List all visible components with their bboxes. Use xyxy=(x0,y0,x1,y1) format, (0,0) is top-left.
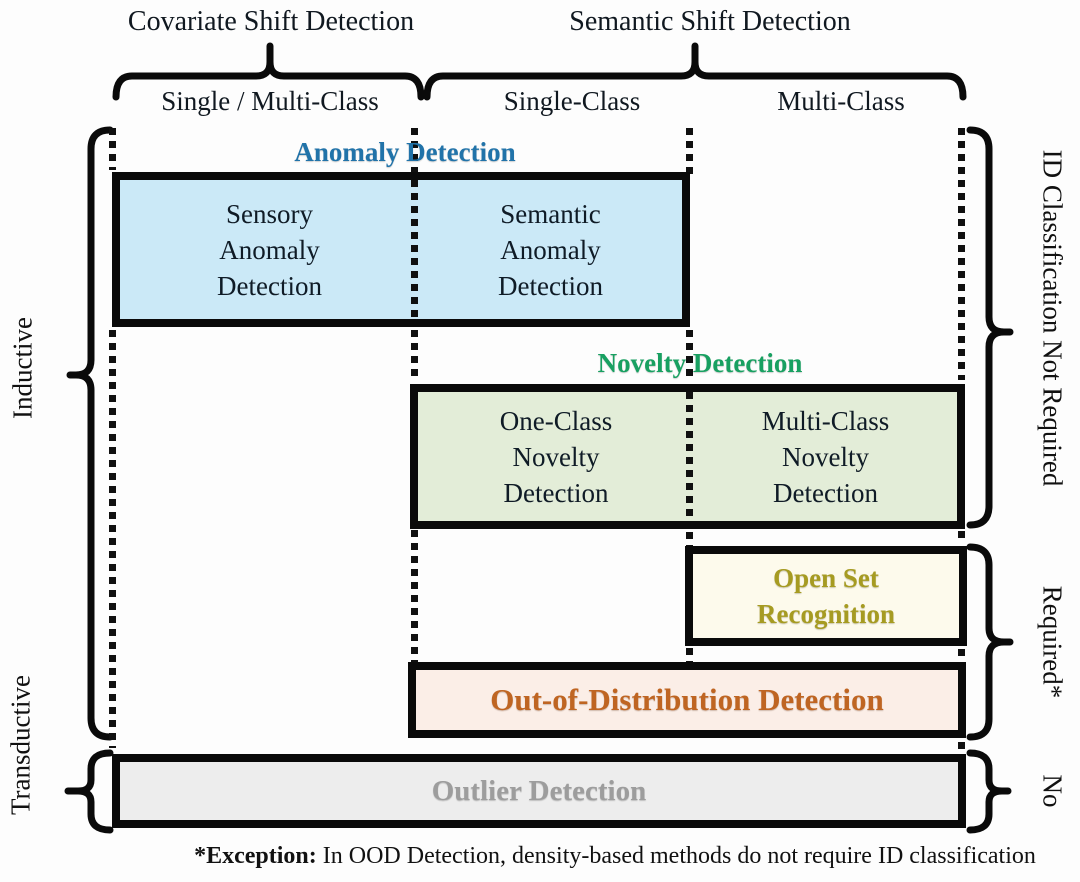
brace-id-not-required xyxy=(966,126,1014,529)
outlier-detection-box: Outlier Detection xyxy=(112,754,966,828)
id-classification-required-label: Required* xyxy=(1037,585,1068,699)
dotted-divider-col4 xyxy=(958,128,965,380)
dotted-divider-col4 xyxy=(958,531,965,544)
anomaly-box-dotted-divider xyxy=(411,180,418,319)
semantic-anomaly-cell: Semantic Anomaly Detection xyxy=(498,198,603,301)
column-header-single-class: Single-Class xyxy=(503,86,641,116)
dotted-divider-col2 xyxy=(411,530,418,662)
dotted-divider-col2 xyxy=(411,330,418,382)
brace-id-no xyxy=(966,749,1012,834)
inductive-axis-label: Inductive xyxy=(7,317,38,419)
novelty-detection-box: One-Class Novelty Detection Multi-Class … xyxy=(410,384,965,529)
brace-id-required xyxy=(966,543,1014,741)
sensory-anomaly-cell: Sensory Anomaly Detection xyxy=(217,198,322,301)
open-set-recognition-label: Open Set Recognition xyxy=(757,563,895,629)
dotted-divider-col3 xyxy=(686,532,693,546)
dotted-divider-col4 xyxy=(958,742,965,751)
id-classification-no-label: No xyxy=(1037,774,1068,808)
novelty-detection-label: Novelty Detection xyxy=(597,348,803,378)
anomaly-detection-label: Anomaly Detection xyxy=(294,137,516,167)
novelty-box-dotted-divider xyxy=(686,392,693,521)
ood-detection-box: Out-of-Distribution Detection xyxy=(408,662,966,738)
dotted-divider-col3 xyxy=(686,330,693,382)
dotted-divider-col1 xyxy=(109,128,116,170)
semantic-shift-label: Semantic Shift Detection xyxy=(569,6,851,37)
dotted-divider-col2 xyxy=(411,128,418,174)
dotted-divider-col1 xyxy=(109,330,116,748)
dotted-divider-col3 xyxy=(686,128,693,174)
brace-inductive xyxy=(66,126,114,741)
column-header-multi-class: Multi-Class xyxy=(777,86,905,116)
exception-footnote-prefix: *Exception: xyxy=(194,843,317,869)
anomaly-detection-box: Sensory Anomaly Detection Semantic Anoma… xyxy=(112,172,690,327)
exception-footnote: *Exception: In OOD Detection, density-ba… xyxy=(150,843,1080,870)
exception-footnote-text: In OOD Detection, density-based methods … xyxy=(316,843,1036,869)
covariate-shift-label: Covariate Shift Detection xyxy=(127,6,415,37)
multi-class-novelty-cell: Multi-Class Novelty Detection xyxy=(761,405,890,508)
one-class-novelty-cell: One-Class Novelty Detection xyxy=(499,405,613,508)
id-classification-not-required-label: ID Classification Not Required xyxy=(1037,149,1068,487)
column-header-single-multi-class: Single / Multi-Class xyxy=(161,86,379,116)
transductive-axis-label: Transductive xyxy=(5,675,36,815)
ood-detection-label: Out-of-Distribution Detection xyxy=(490,682,884,717)
brace-transductive xyxy=(64,749,114,834)
outlier-detection-label: Outlier Detection xyxy=(431,774,647,807)
dotted-divider-col3 xyxy=(686,648,693,662)
open-set-recognition-box: Open Set Recognition xyxy=(685,546,967,646)
dotted-divider-col4 xyxy=(958,649,965,661)
